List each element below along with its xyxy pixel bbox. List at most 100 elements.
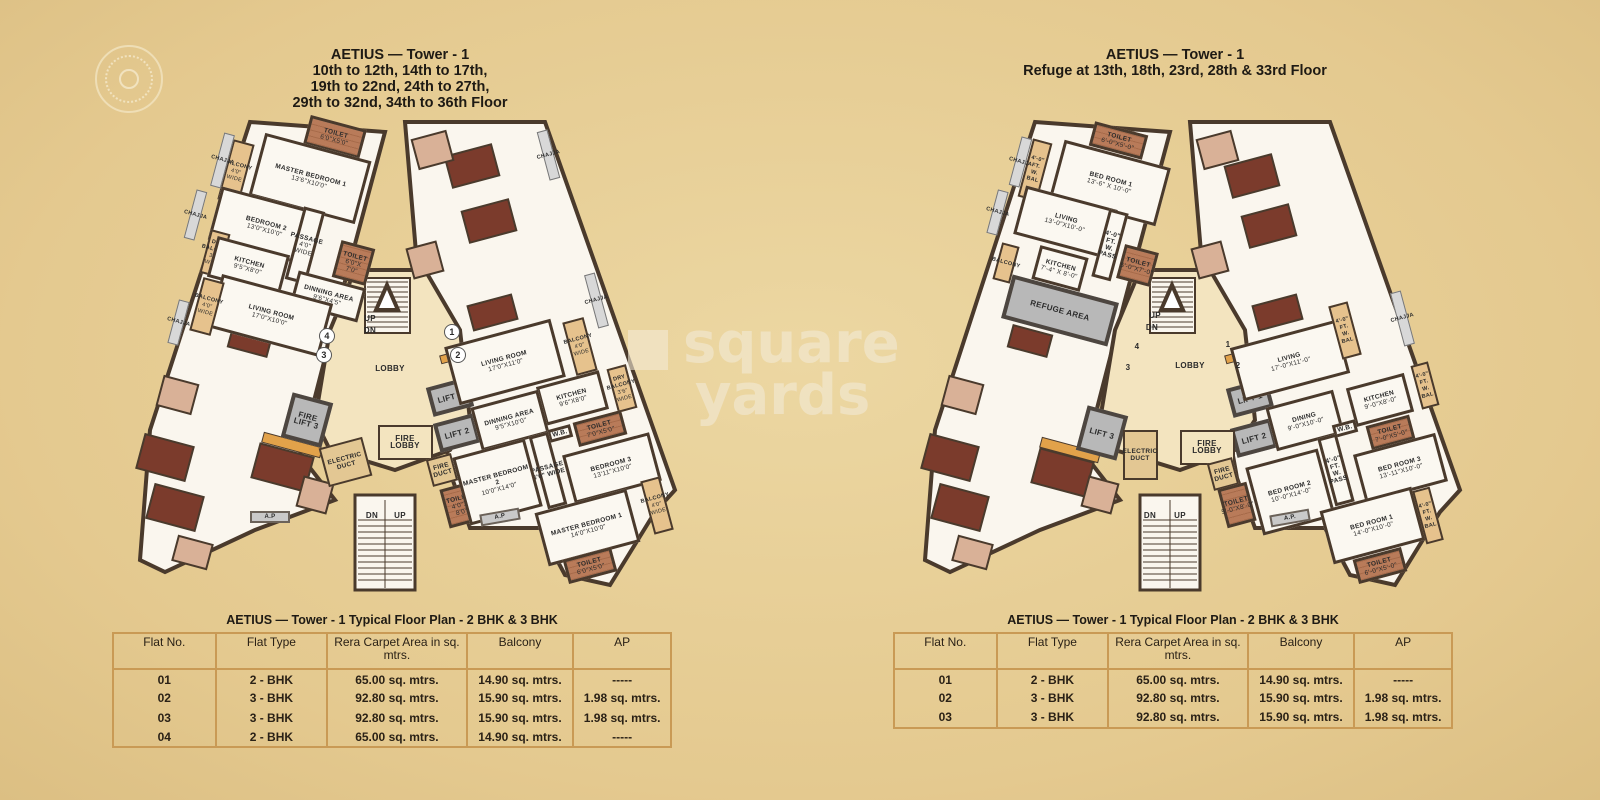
room-label: UP	[364, 313, 376, 323]
table-cell: 03	[893, 708, 998, 728]
bed-furniture-icon	[145, 482, 205, 533]
bed-furniture-icon	[1223, 153, 1281, 199]
room-dimensions: 4'0" Wide	[650, 500, 667, 517]
toilet-tile-area	[405, 240, 445, 280]
table-cell: 1.98 sq. mtrs.	[1353, 688, 1453, 708]
room-electric-duct: Electric Duct	[1122, 430, 1158, 480]
table-cell: 92.80 sq. mtrs.	[1107, 708, 1249, 728]
bed-furniture-icon	[135, 432, 195, 483]
flat-door-1: 1	[444, 324, 460, 340]
room-label: 4	[1134, 341, 1140, 351]
watermark-logo-square	[628, 330, 668, 370]
room-1: 1	[1221, 337, 1235, 351]
room-label: A.P	[494, 512, 506, 521]
room-label: Lift 2	[1240, 430, 1268, 446]
table-cell: 65.00 sq. mtrs.	[326, 727, 468, 747]
watermark-line: yards	[695, 363, 871, 428]
watermark: square yards	[625, 316, 900, 428]
table-cell: 1.98 sq. mtrs.	[572, 708, 672, 728]
column-header: Flat No.	[112, 632, 217, 670]
table-cell: 65.00 sq. mtrs.	[1107, 669, 1249, 689]
table-cell: 3 - BHK	[995, 688, 1110, 708]
room-label: Fire Lift 3	[292, 409, 320, 432]
table-cell: 15.90 sq. mtrs.	[465, 708, 575, 728]
room-label: Lift 2	[443, 425, 471, 441]
room-up: UP	[392, 510, 408, 520]
column-header: Rera Carpet Area in sq. mtrs.	[326, 632, 468, 670]
title-line: AETIUS — Tower - 1	[1105, 47, 1245, 63]
column-header: AP	[1353, 632, 1453, 670]
room-up: UP	[362, 313, 378, 323]
table-cell: 14.90 sq. mtrs.	[1246, 669, 1356, 689]
wardrobe-furniture-icon	[1039, 436, 1101, 464]
table-cell: -----	[1353, 669, 1453, 689]
room-4: 4	[1130, 339, 1144, 353]
room-lobby: Lobby	[365, 361, 415, 375]
title-line: 19th to 22nd, 24th to 27th,	[310, 79, 490, 95]
table-cell: 2 - BHK	[995, 669, 1110, 689]
room-label: Lobby	[1175, 360, 1205, 370]
room-label: Fire Duct	[1213, 465, 1235, 484]
room-label: Fire Lobby	[390, 434, 420, 450]
room-a-p: A.P	[250, 511, 290, 523]
room-label: DN	[363, 325, 377, 335]
toilet-tile-area	[410, 129, 455, 171]
column-header: Flat Type	[995, 632, 1110, 670]
room-dn: DN	[362, 325, 378, 335]
table-cell: 15.90 sq. mtrs.	[1246, 688, 1356, 708]
room-label: W.B.	[551, 427, 569, 439]
table-2-title: AETIUS — Tower - 1 Typical Floor Plan - …	[1007, 613, 1339, 627]
table-cell: 92.80 sq. mtrs.	[1107, 688, 1249, 708]
table-cell: 1.98 sq. mtrs.	[572, 688, 672, 708]
room-label: Balcony	[991, 255, 1022, 270]
table-cell: 1.98 sq. mtrs.	[1353, 708, 1453, 728]
room-label: 2	[455, 349, 461, 360]
toilet-tile-area	[171, 534, 214, 571]
table-cell: 01	[112, 669, 217, 689]
room-label: Fire Lobby	[1192, 439, 1222, 455]
room-2: 2	[1231, 358, 1245, 372]
table-cell: 3 - BHK	[214, 708, 329, 728]
table-cell: 3 - BHK	[214, 688, 329, 708]
bed-furniture-icon	[466, 293, 519, 332]
room-label: UP	[1174, 510, 1186, 520]
table-cell: 3 - BHK	[995, 708, 1110, 728]
table-cell: 2 - BHK	[214, 669, 329, 689]
title-line: 29th to 32nd, 34th to 36th Floor	[292, 95, 508, 111]
room-up: UP	[1147, 310, 1163, 320]
toilet-tile-area	[1195, 129, 1240, 171]
toilet-tile-area	[295, 475, 335, 515]
title-line: Refuge at 13th, 18th, 23rd, 28th & 33rd …	[1023, 63, 1327, 79]
bed-furniture-icon	[1251, 293, 1304, 332]
room-label: UP	[394, 510, 406, 520]
room-label: 4	[324, 330, 330, 341]
flat-door-4: 4	[319, 328, 335, 344]
stair-landing-triangle	[372, 280, 402, 312]
column-header: Rera Carpet Area in sq. mtrs.	[1107, 632, 1249, 670]
table-cell: -----	[572, 669, 672, 689]
room-label: Fire Duct	[432, 461, 454, 480]
room-label: DN	[1143, 510, 1157, 520]
table-cell: 2 - BHK	[214, 727, 329, 747]
room-up: UP	[1172, 510, 1188, 520]
toilet-tile-area	[940, 374, 985, 416]
table-cell: 15.90 sq. mtrs.	[465, 688, 575, 708]
ornamental-medallion-logo	[95, 45, 163, 113]
room-dn: DN	[364, 510, 380, 520]
title-line: AETIUS — Tower - 1	[330, 47, 470, 63]
room-label: A.P	[264, 513, 276, 520]
table-cell: 92.80 sq. mtrs.	[326, 708, 468, 728]
table-cell: 03	[112, 708, 217, 728]
table-cell: -----	[572, 727, 672, 747]
column-header: AP	[572, 632, 672, 670]
room-label: DN	[365, 510, 379, 520]
plan-1-title: AETIUS — Tower - 1 10th to 12th, 14th to…	[230, 47, 570, 111]
room-dn: DN	[1142, 510, 1158, 520]
